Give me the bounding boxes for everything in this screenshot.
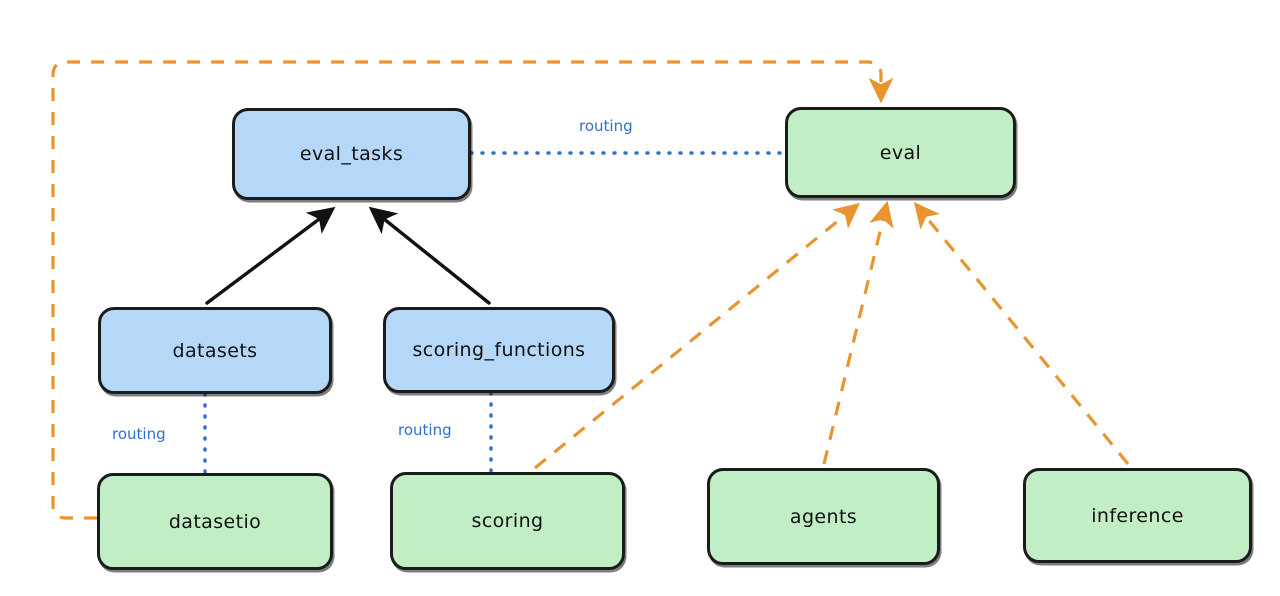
node-label-scoring_functions: scoring_functions <box>412 339 586 361</box>
edge-label-routing-datasets-datasetio: routing <box>112 425 166 443</box>
node-label-eval: eval <box>879 141 922 164</box>
edge-agents-to-eval <box>822 200 894 465</box>
edge-datasetio-to-eval <box>51 60 894 520</box>
node-label-eval_tasks: eval_tasks <box>299 143 404 165</box>
node-datasets[interactable]: datasets <box>98 307 332 394</box>
edge-datasets-to-eval_tasks <box>205 206 336 305</box>
node-scoring[interactable]: scoring <box>390 472 625 570</box>
node-scoring_functions[interactable]: scoring_functions <box>383 307 615 393</box>
node-label-scoring: scoring <box>471 510 544 532</box>
node-label-agents: agents <box>789 505 858 528</box>
node-datasetio[interactable]: datasetio <box>97 473 333 570</box>
node-label-datasetio: datasetio <box>168 510 262 533</box>
edge-scoring_functions-to-eval_tasks <box>368 206 491 305</box>
node-label-datasets: datasets <box>172 339 258 362</box>
edge-scoring-to-eval <box>533 202 860 470</box>
node-eval[interactable]: eval <box>785 107 1016 198</box>
edge-label-routing-scoring_functions-scoring: routing <box>398 421 452 439</box>
node-eval_tasks[interactable]: eval_tasks <box>232 108 471 200</box>
node-label-inference: inference <box>1091 504 1184 527</box>
node-agents[interactable]: agents <box>707 468 940 565</box>
edge-inference-to-eval <box>913 202 1130 466</box>
node-inference[interactable]: inference <box>1023 468 1252 563</box>
edge-label-routing-eval_tasks-eval: routing <box>579 117 633 135</box>
